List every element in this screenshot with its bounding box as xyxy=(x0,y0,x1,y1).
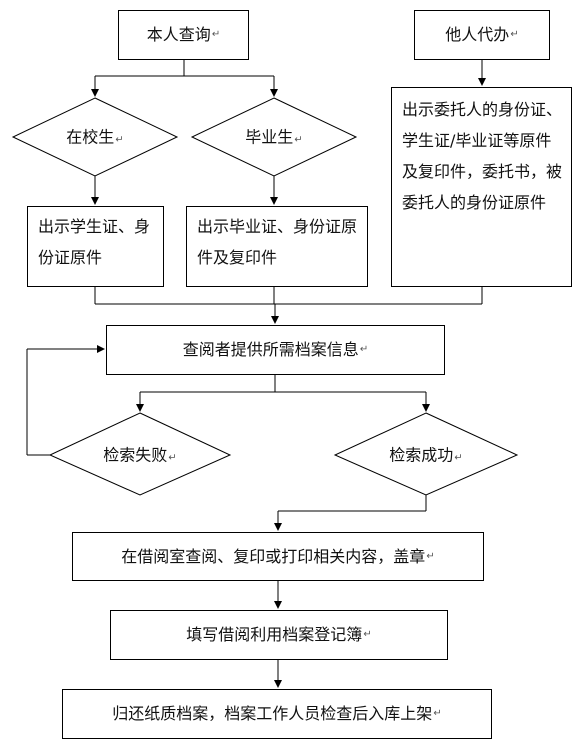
search-success-label: 检索成功 xyxy=(389,445,462,464)
consult-box: 在借阅室查阅、复印或打印相关内容，盖章 xyxy=(72,532,484,581)
proxy-box: 他人代办 xyxy=(414,10,550,60)
graduate-docs-box: 出示毕业证、身份证原件及复印件 xyxy=(186,206,368,287)
self-query-box: 本人查询 xyxy=(118,10,249,60)
enrolled-label: 在校生 xyxy=(66,127,123,146)
provide-info-box: 查阅者提供所需档案信息 xyxy=(106,325,445,375)
proxy-docs-box: 出示委托人的身份证、学生证/毕业证等原件及复印件，委托书，被委托人的身份证原件 xyxy=(391,87,572,287)
register-box: 填写借阅利用档案登记簿 xyxy=(110,610,448,660)
search-fail-label: 检索失败 xyxy=(103,445,176,464)
return-box: 归还纸质档案，档案工作人员检查后入库上架 xyxy=(62,689,492,739)
enrolled-docs-box: 出示学生证、身份证原件 xyxy=(27,206,164,287)
graduate-label: 毕业生 xyxy=(245,127,302,146)
